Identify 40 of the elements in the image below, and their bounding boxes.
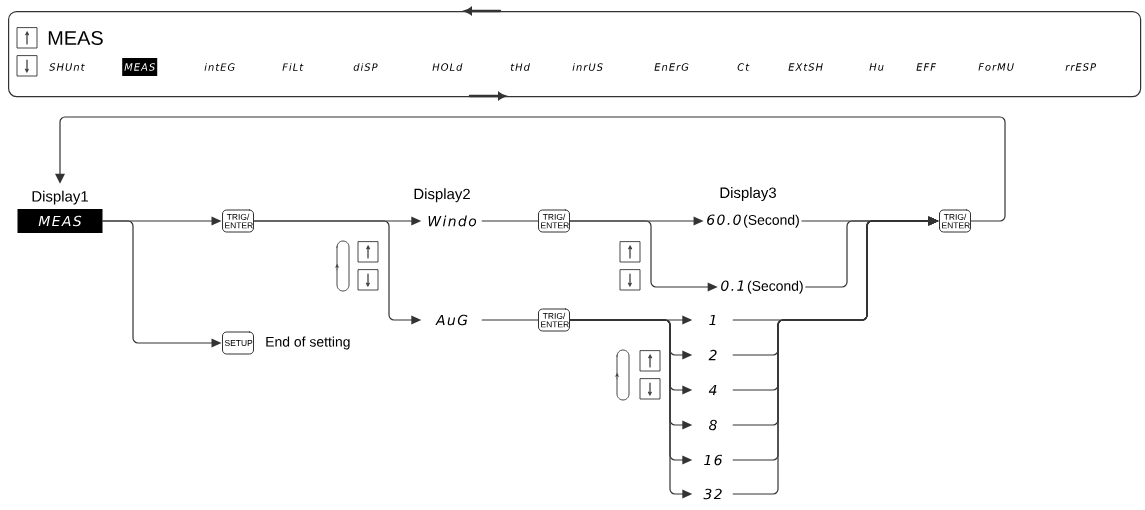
display-heading: Display1: [32, 190, 88, 205]
menu-item: EnErG: [654, 63, 689, 71]
menu-item: inrUS: [572, 63, 603, 71]
menu-item: EXtSH: [788, 63, 823, 71]
display-value: 0.1 (Second): [721, 280, 803, 294]
display-value: 2: [708, 349, 717, 361]
key-button: TRIG/ ENTER: [939, 209, 971, 233]
display-value: 16: [704, 454, 722, 466]
menu-item: diSP: [353, 63, 378, 71]
menu-item: EFF: [916, 63, 937, 71]
arrow: [102, 220, 222, 348]
key-button: TRIG/ ENTER: [538, 209, 570, 233]
menu-item: HOLd: [432, 63, 463, 71]
menu-item: SHUnt: [49, 63, 85, 71]
display-heading: Display2: [414, 188, 470, 203]
key-button: SETUP: [222, 331, 254, 355]
menu-item: FiLt: [282, 63, 304, 71]
menu-item: tHd: [510, 63, 530, 71]
menu-item: rrESP: [1065, 63, 1096, 71]
arrow: [253, 220, 422, 325]
key-button: TRIG/ ENTER: [222, 209, 254, 233]
display-value: 8: [709, 419, 717, 431]
display-heading: Display3: [720, 187, 776, 201]
key-button: TRIG/ ENTER: [538, 308, 570, 332]
display-value: Windo: [428, 215, 477, 227]
menu-item: intEG: [204, 63, 235, 71]
display-readout: MEAS: [17, 209, 103, 233]
arrow: [569, 319, 693, 499]
display-value: 4: [708, 384, 717, 396]
menu-item: Hu: [869, 63, 884, 71]
arrow: [569, 220, 718, 292]
arrow: [55, 116, 1006, 222]
display-value: AuG: [435, 314, 468, 326]
menu-item: Ct: [737, 63, 750, 71]
node-label: End of setting: [266, 336, 350, 350]
highlighted-item: MEAS: [122, 58, 158, 76]
menu-item: ForMU: [978, 63, 1014, 71]
display-value: 60.0 (Second): [707, 214, 799, 228]
display-value: 32: [703, 488, 722, 500]
display-value: 1: [709, 314, 716, 326]
